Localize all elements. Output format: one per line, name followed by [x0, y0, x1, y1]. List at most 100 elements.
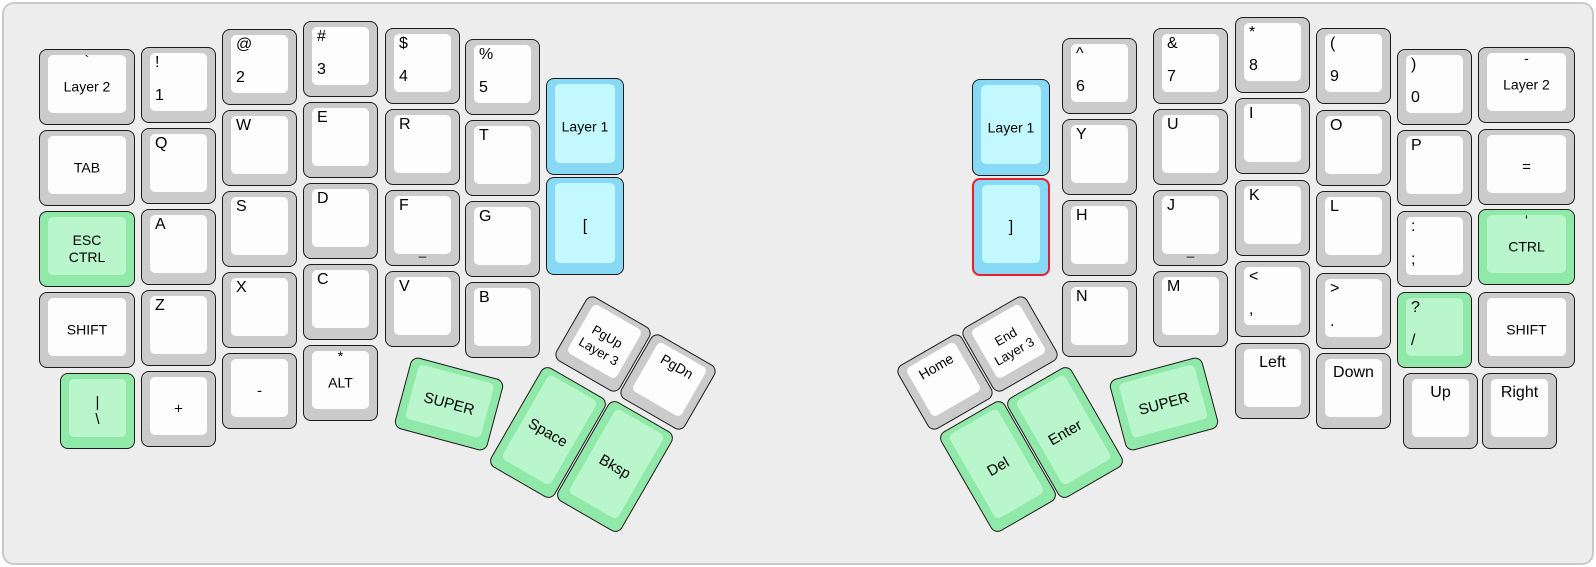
- key-l[interactable]: L: [1316, 191, 1391, 267]
- key-n[interactable]: N: [1062, 281, 1137, 357]
- keycap-top: [1244, 349, 1301, 407]
- key-u[interactable]: U: [1153, 109, 1228, 185]
- keycap-top: [1487, 215, 1566, 273]
- key-greater-period[interactable]: >.: [1316, 273, 1391, 349]
- key-equals[interactable]: =: [1478, 129, 1575, 205]
- key-exclam-1[interactable]: !1: [141, 47, 216, 123]
- key-g[interactable]: G: [465, 201, 540, 277]
- key-dash-layer2[interactable]: -Layer 2: [1478, 47, 1575, 123]
- keycap-top: [1406, 55, 1463, 113]
- key-c[interactable]: C: [303, 264, 378, 340]
- keycap-top: [970, 303, 1047, 380]
- key-p[interactable]: P: [1397, 130, 1472, 206]
- key-percent-5[interactable]: %5: [465, 39, 540, 115]
- key-quote-ctrl[interactable]: 'CTRL: [1478, 209, 1575, 285]
- key-dollar-4[interactable]: $4: [385, 28, 460, 104]
- keycap-top: [231, 116, 288, 174]
- key-rparen-0[interactable]: )0: [1397, 49, 1472, 125]
- keycap-top: [312, 351, 369, 409]
- key-j[interactable]: J_: [1153, 190, 1228, 266]
- key-s[interactable]: S: [222, 191, 297, 267]
- keycap-top: [394, 115, 451, 173]
- key-r[interactable]: R: [385, 109, 460, 185]
- key-layer1-left[interactable]: Layer 1: [546, 78, 624, 175]
- keycap-top: [1244, 104, 1301, 162]
- key-up-arrow[interactable]: Up: [1403, 373, 1478, 449]
- keycap-top: [231, 35, 288, 93]
- key-right-arrow[interactable]: Right: [1482, 373, 1557, 449]
- key-pipe-backslash[interactable]: | \: [60, 373, 135, 449]
- keycap-top: [631, 341, 708, 418]
- key-q[interactable]: Q: [141, 128, 216, 204]
- keycap-top: [1162, 115, 1219, 173]
- key-i[interactable]: I: [1235, 98, 1310, 174]
- key-caret-6[interactable]: ^6: [1062, 38, 1137, 114]
- keycap-top: [312, 189, 369, 247]
- key-down-arrow[interactable]: Down: [1316, 353, 1391, 429]
- key-rbracket[interactable]: ]: [972, 178, 1050, 276]
- keycap-top: [150, 296, 207, 354]
- key-shift-left[interactable]: SHIFT: [39, 292, 135, 368]
- keycap-top: [1325, 359, 1382, 417]
- keycap-top: [1412, 379, 1469, 437]
- keycap-top: [981, 85, 1041, 164]
- key-left-arrow[interactable]: Left: [1235, 343, 1310, 419]
- key-super-left[interactable]: SUPER: [393, 355, 505, 453]
- key-minus[interactable]: -: [222, 353, 297, 429]
- key-y[interactable]: Y: [1062, 119, 1137, 195]
- key-o[interactable]: O: [1316, 110, 1391, 186]
- key-layer1-right[interactable]: Layer 1: [972, 79, 1050, 176]
- keycap-top: [1071, 206, 1128, 264]
- key-star-8[interactable]: *8: [1235, 17, 1310, 93]
- keycap-top: [1071, 287, 1128, 345]
- key-tab[interactable]: TAB: [39, 130, 135, 206]
- key-h[interactable]: H: [1062, 200, 1137, 276]
- keycap-top: [1406, 217, 1463, 275]
- key-at-2[interactable]: @2: [222, 29, 297, 105]
- key-f[interactable]: F_: [385, 190, 460, 266]
- key-shift-right[interactable]: SHIFT: [1478, 292, 1575, 368]
- keycap-top: [1162, 277, 1219, 335]
- keycap-top: [48, 298, 126, 356]
- key-a[interactable]: A: [141, 209, 216, 285]
- keycap-top: [1244, 186, 1301, 244]
- keycap-top: [1325, 279, 1382, 337]
- key-super-right[interactable]: SUPER: [1108, 355, 1220, 453]
- key-less-comma[interactable]: <,: [1235, 261, 1310, 337]
- keycap-top: [474, 45, 531, 103]
- key-z[interactable]: Z: [141, 290, 216, 366]
- key-star-alt[interactable]: *ALT: [303, 345, 378, 421]
- keycap-top: [1325, 116, 1382, 174]
- keycap-top: [312, 108, 369, 166]
- keycap-top: [312, 27, 369, 85]
- key-m[interactable]: M: [1153, 271, 1228, 347]
- key-amp-7[interactable]: &7: [1153, 28, 1228, 104]
- keycap-top: [404, 363, 495, 439]
- key-lbracket[interactable]: [: [546, 177, 624, 275]
- key-k[interactable]: K: [1235, 180, 1310, 256]
- keycap-top: [150, 134, 207, 192]
- key-plus[interactable]: +: [141, 371, 216, 447]
- keycap-top: [1244, 267, 1301, 325]
- key-e[interactable]: E: [303, 102, 378, 178]
- key-colon-semicolon[interactable]: :;: [1397, 211, 1472, 287]
- keycap-top: [982, 185, 1040, 263]
- key-hash-3[interactable]: #3: [303, 21, 378, 97]
- key-esc-ctrl[interactable]: ESC CTRL: [39, 211, 135, 287]
- key-x[interactable]: X: [222, 272, 297, 348]
- key-question-slash[interactable]: ?/: [1397, 292, 1472, 368]
- key-b[interactable]: B: [465, 282, 540, 358]
- key-w[interactable]: W: [222, 110, 297, 186]
- key-v[interactable]: V: [385, 271, 460, 347]
- keycap-top: [69, 379, 126, 437]
- keycap-top: [150, 377, 207, 435]
- keycap-top: [555, 183, 615, 263]
- keycap-top: [231, 359, 288, 417]
- keycap-top: [474, 207, 531, 265]
- keycap-top: [48, 136, 126, 194]
- key-backtick-layer2[interactable]: `Layer 2: [39, 49, 135, 125]
- key-t[interactable]: T: [465, 120, 540, 196]
- key-d[interactable]: D: [303, 183, 378, 259]
- key-lparen-9[interactable]: (9: [1316, 28, 1391, 104]
- keycap-top: [231, 197, 288, 255]
